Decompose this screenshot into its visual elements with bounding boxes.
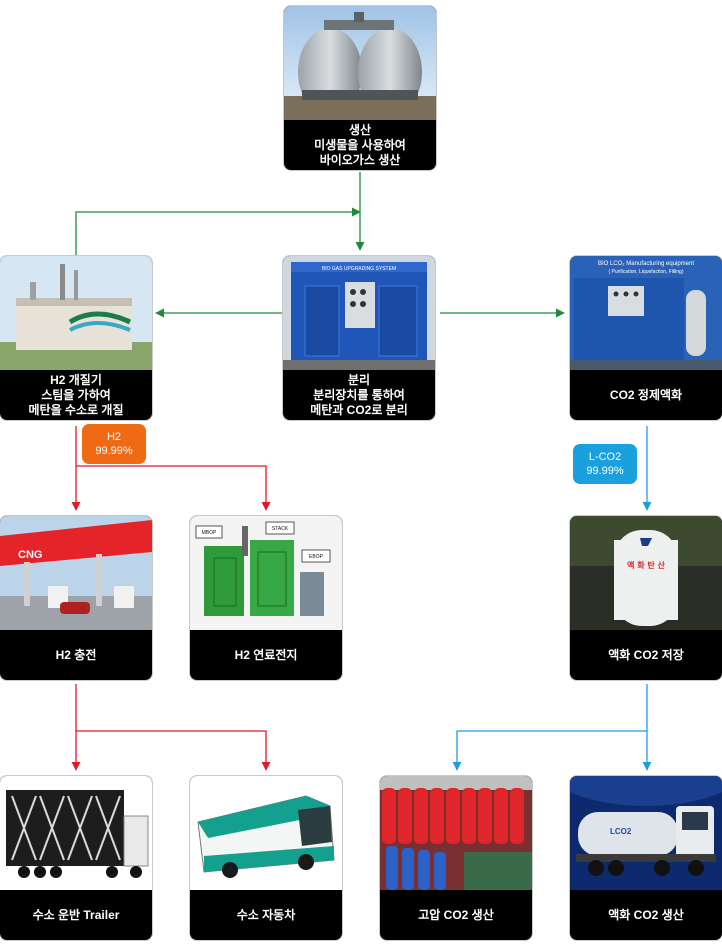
h2-charging-caption: H2 충전 [0, 630, 152, 680]
reformer-caption: H2 개질기 스팀을 가하여 메탄을 수소로 개질 [0, 370, 152, 420]
h2-reformer-image [0, 256, 152, 370]
caption-line: 메탄과 CO2로 분리 [310, 402, 408, 417]
caption-line: 스팀을 가하여 [41, 387, 111, 402]
cng-logo-text: CNG [18, 549, 42, 561]
fuel-cell-image: MBOP STACK EBOP [190, 516, 342, 630]
lco2-storage-caption: 액화 CO2 저장 [570, 630, 722, 680]
node-separation: BIO GAS UPGRADING SYSTEM 분리 분리장치를 통하여 메탄… [283, 256, 435, 420]
badge-line: 99.99% [586, 465, 624, 477]
mbop-label: MBOP [202, 530, 217, 536]
node-h2-charging: CNG H2 충전 [0, 516, 152, 680]
arrow-reformer-to-fuelcell [76, 465, 271, 511]
caption-line: H2 연료전지 [234, 647, 298, 662]
lco2-tanker-image: LCO2 [570, 776, 722, 890]
hp-co2-caption: 고압 CO2 생산 [380, 890, 532, 940]
manufacturing-label: BIO LCO₂ Manufacturing equipment [598, 261, 694, 267]
h2-purity-badge: H2 99.99% [82, 424, 146, 464]
co2-cylinders-image [380, 776, 532, 890]
caption-line: 액화 CO2 저장 [608, 647, 684, 662]
stack-label: STACK [272, 526, 289, 532]
fuel-cell-caption: H2 연료전지 [190, 630, 342, 680]
lco2-production-caption: 액화 CO2 생산 [570, 890, 722, 940]
node-h2-vehicle: 수소 자동차 [190, 776, 342, 940]
arrow-storage-to-hpco2 [452, 730, 647, 771]
lco2-tank-image: 액 화 탄 산 [570, 516, 722, 630]
h2-vehicle-caption: 수소 자동차 [190, 890, 342, 940]
production-caption: 생산 미생물을 사용하여 바이오가스 생산 [284, 120, 436, 170]
biogas-digester-image [284, 6, 436, 120]
node-lco2-production: LCO2 액화 CO2 생산 [570, 776, 722, 940]
node-fuel-cell: MBOP STACK EBOP H2 연료전지 [190, 516, 342, 680]
ebop-label: EBOP [309, 554, 324, 560]
tube-trailer-image [0, 776, 152, 890]
caption-line: 메탄을 수소로 개질 [28, 402, 124, 417]
separation-caption: 분리 분리장치를 통하여 메탄과 CO2로 분리 [283, 370, 435, 420]
lco2-purity-badge: L-CO2 99.99% [573, 444, 637, 484]
lco2-tank-label: 액 화 탄 산 [627, 560, 665, 570]
caption-line: H2 개질기 [50, 372, 102, 387]
hydrogen-bus-image [190, 776, 342, 890]
caption-line: CO2 정제액화 [609, 387, 683, 402]
node-production: 생산 미생물을 사용하여 바이오가스 생산 [284, 6, 436, 170]
caption-line: 고압 CO2 생산 [418, 907, 494, 922]
biogas-upgrading-image: BIO GAS UPGRADING SYSTEM [283, 256, 435, 370]
caption-line: 분리장치를 통하여 [313, 387, 405, 402]
h2-trailer-caption: 수소 운반 Trailer [0, 890, 152, 940]
caption-line: 분리 [347, 372, 371, 387]
upgrading-system-label: BIO GAS UPGRADING SYSTEM [322, 266, 396, 272]
node-hp-co2: 고압 CO2 생산 [380, 776, 532, 940]
caption-line: 미생물을 사용하여 [314, 137, 406, 152]
caption-line: 생산 [348, 122, 372, 137]
manufacturing-sublabel: ( Purification, Liquefaction, Filling) [608, 269, 683, 275]
arrow-reformer-loop [75, 207, 361, 255]
caption-line: 액화 CO2 생산 [608, 907, 684, 922]
co2-manufacturing-image: BIO LCO₂ Manufacturing equipment ( Purif… [570, 256, 722, 370]
caption-line: 수소 운반 Trailer [32, 907, 120, 922]
node-lco2-storage: 액 화 탄 산 액화 CO2 저장 [570, 516, 722, 680]
arrow-charging-to-vehicle [76, 730, 271, 771]
node-co2-purify: BIO LCO₂ Manufacturing equipment ( Purif… [570, 256, 722, 420]
tanker-logo-text: LCO2 [610, 827, 632, 836]
badge-line: L-CO2 [588, 451, 622, 463]
badge-line: H2 [106, 431, 122, 443]
badge-line: 99.99% [95, 445, 133, 457]
caption-line: H2 충전 [55, 647, 97, 662]
cng-station-image: CNG [0, 516, 152, 630]
caption-line: 수소 자동차 [236, 907, 296, 922]
co2-purify-caption: CO2 정제액화 [570, 370, 722, 420]
node-reformer: H2 개질기 스팀을 가하여 메탄을 수소로 개질 [0, 256, 152, 420]
node-h2-trailer: 수소 운반 Trailer [0, 776, 152, 940]
caption-line: 바이오가스 생산 [319, 152, 401, 167]
